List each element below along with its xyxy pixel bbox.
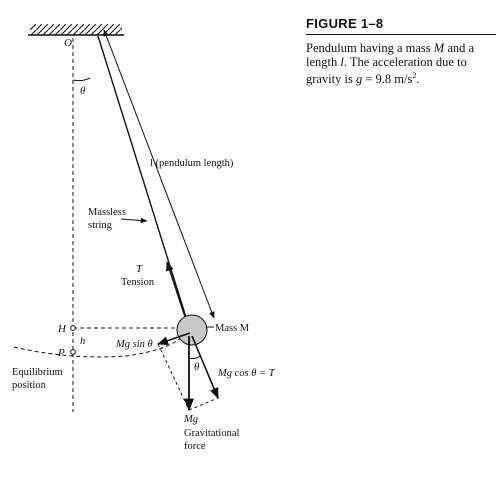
gravitational-label: Gravitational <box>184 428 239 439</box>
string-leader <box>120 217 148 224</box>
force-parallelogram <box>157 343 219 411</box>
point-H-marker <box>70 325 76 331</box>
point-P-marker <box>70 349 76 355</box>
mg-sin-arrow <box>156 332 191 345</box>
length-dimension <box>103 29 215 319</box>
equilibrium-label-line2: position <box>12 380 47 391</box>
mass-label: Mass M <box>215 323 250 334</box>
tension-arrow <box>166 261 189 327</box>
tension-symbol: T <box>136 263 143 275</box>
force-label: force <box>184 441 206 452</box>
theta-top-label: θ <box>80 85 86 97</box>
length-label: l (pendulum length) <box>150 158 234 169</box>
mg-label: Mg <box>183 414 198 425</box>
caption-text: Pendulum having a mass M and a length l.… <box>306 41 475 87</box>
mg-cos-label: Mg cos θ = T <box>217 368 276 379</box>
theta-arc-bob <box>188 355 201 360</box>
swing-arc <box>13 334 185 358</box>
figure-label: FIGURE 1–8 <box>306 16 496 35</box>
figure-caption: FIGURE 1–8 Pendulum having a mass M and … <box>306 16 496 86</box>
mg-cos-arrow <box>191 335 219 400</box>
pendulum-bob <box>176 314 208 346</box>
ceiling-support <box>28 24 124 36</box>
H-label: H <box>57 323 67 335</box>
pivot-label: O <box>64 37 72 49</box>
string-label-line1: Massless <box>88 207 126 218</box>
theta-arc-top <box>72 77 91 82</box>
string-label-line2: string <box>88 220 113 231</box>
tension-label: Tension <box>121 277 155 288</box>
equilibrium-label-line1: Equilibrium <box>12 367 63 378</box>
P-label: P <box>57 347 65 359</box>
h-label: h <box>80 336 85 347</box>
mg-sin-label: Mg sin θ <box>115 339 153 350</box>
theta-bob-label: θ <box>194 361 200 373</box>
